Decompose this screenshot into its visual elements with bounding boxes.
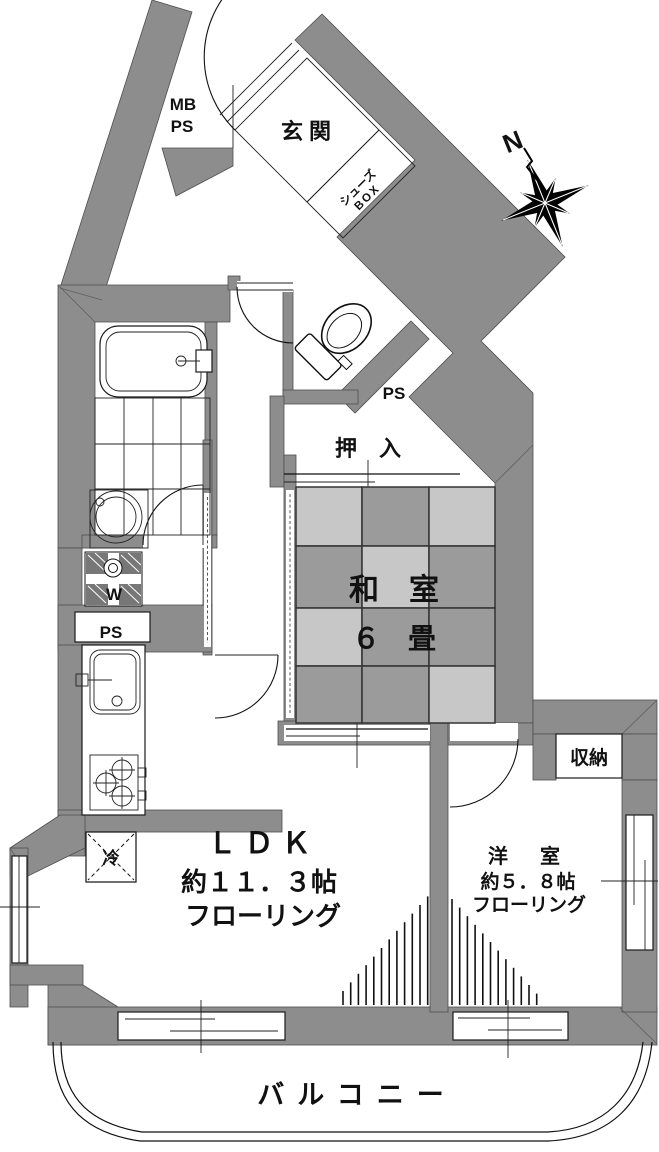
genkan-label: 玄関 <box>281 119 337 144</box>
tatami-cell <box>428 665 496 724</box>
tatami-cell <box>428 607 496 667</box>
toilet-ps-label: PS <box>383 384 406 403</box>
wall-storage-east <box>621 733 658 781</box>
washer-label: W <box>106 585 123 604</box>
tatami-cell <box>361 486 430 547</box>
compass-north-label: N <box>498 124 527 159</box>
ps-lower-box <box>74 611 151 643</box>
youshitsu-name: 洋 室 <box>488 844 566 868</box>
wall-toilet-west <box>282 289 294 399</box>
tatami-cell <box>361 607 430 667</box>
kitchen-counter <box>81 644 146 816</box>
storage-label: 収納 <box>570 746 608 769</box>
toilet-door-arc <box>236 286 294 344</box>
oshiire-label: 押 入 <box>335 436 401 461</box>
washbasin <box>89 490 143 544</box>
tatami-cell <box>295 486 363 547</box>
wall-kitchen-west <box>57 644 83 819</box>
wall-mbps-wedge <box>161 147 234 197</box>
wall-youshitsu-west <box>429 722 449 1013</box>
wall-oshiire-top <box>282 389 359 405</box>
fridge <box>85 831 137 883</box>
window-ldk-west <box>11 855 28 964</box>
wall-toilet-ps-stub <box>336 320 430 414</box>
tatami-grid <box>295 486 496 724</box>
door-arcs <box>142 0 519 808</box>
hall-ldk-door-arc <box>214 654 279 719</box>
openings <box>0 42 658 1058</box>
ps-lower-label: PS <box>100 623 123 642</box>
youshitsu-floor: フローリング <box>472 893 586 916</box>
labels: 玄関 MB PS シューズ BOX PS 押 入 和 室 ６ 畳 W PS 冷 … <box>100 95 608 1110</box>
window-youshitsu-east <box>625 814 654 951</box>
washer-pan <box>84 551 143 607</box>
mbps-ps-label: PS <box>171 117 194 136</box>
wall-left-bottom-step <box>9 964 84 986</box>
tatami-cell <box>428 545 496 609</box>
kitchen-sink <box>89 649 141 715</box>
bathroom-door-arc <box>142 484 204 546</box>
stove-burners <box>93 757 135 809</box>
ldk-size: 約１１．３帖 <box>181 867 337 897</box>
fan-hatch-lines <box>342 896 538 1005</box>
tatami-cell <box>361 665 430 724</box>
mb-label: MB <box>170 95 196 114</box>
fridge-label: 冷 <box>103 848 120 868</box>
youshitsu-door-arc <box>449 738 519 808</box>
wall-oshiire-west <box>269 395 285 488</box>
balcony-label: バルコニー <box>257 1080 456 1110</box>
youshitsu-size: 約５．８帖 <box>480 870 575 893</box>
ldk-floor: フローリング <box>185 901 341 931</box>
shoesbox-outline <box>306 129 416 239</box>
storage-box <box>555 733 623 779</box>
compass-needle <box>523 147 538 181</box>
washitsu-size: ６ 畳 <box>352 623 436 654</box>
wall-storage-top <box>532 699 658 735</box>
bathtub <box>99 325 208 398</box>
fixtures <box>75 303 372 883</box>
window-youshitsu-south <box>452 1011 569 1041</box>
washitsu-name: 和 室 <box>349 573 439 607</box>
ldk-name: ＬＤＫ <box>207 828 318 860</box>
wall-storage-west <box>532 733 557 781</box>
tatami-cell <box>295 665 363 724</box>
stove <box>89 754 139 811</box>
window-ldk-south <box>117 1011 286 1041</box>
entry-door-arc <box>203 0 236 131</box>
toilet <box>294 303 372 381</box>
tatami-cell <box>428 486 496 547</box>
wall-bevels <box>9 256 658 1045</box>
balcony-railing <box>52 1041 653 1142</box>
